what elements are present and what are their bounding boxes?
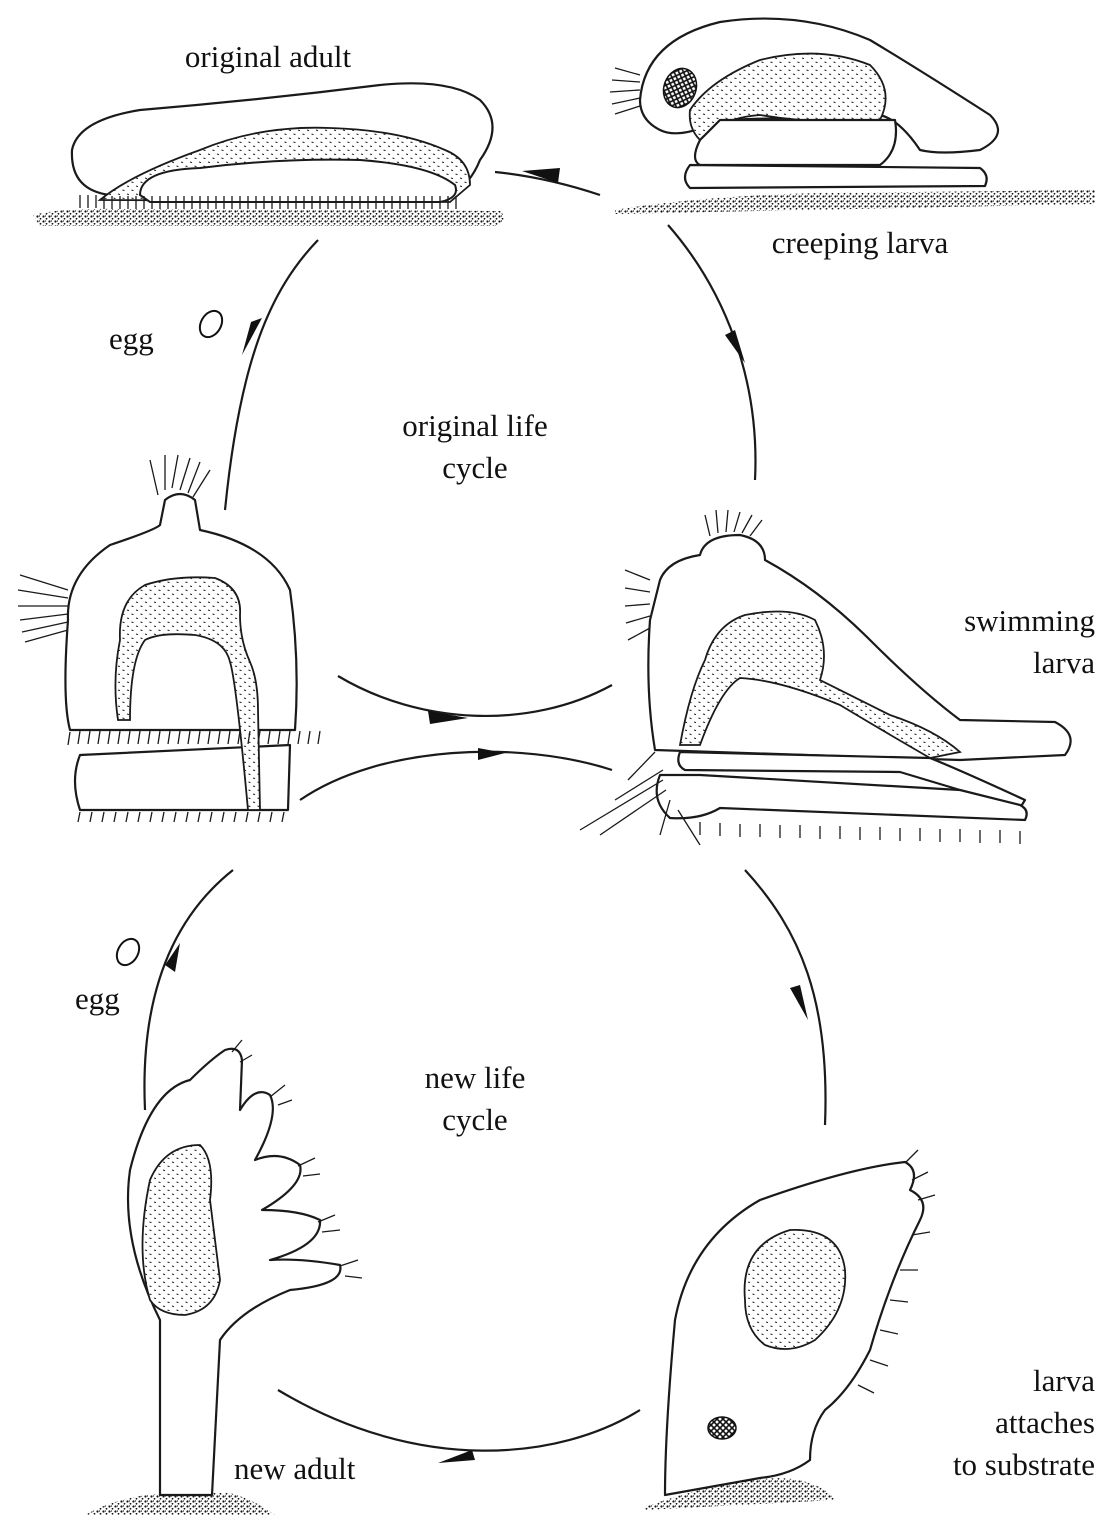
label-swimming-larva-line2: larva	[880, 642, 1095, 684]
arrow-swimming-to-attach	[745, 870, 826, 1125]
label-original-life-cycle-line1: original life	[360, 405, 590, 447]
label-larva-attaches-line2: attaches	[880, 1402, 1095, 1444]
label-creeping-larva: creeping larva	[730, 222, 990, 264]
arrow-new-to-swimming	[300, 752, 612, 800]
label-original-life-cycle-line2: cycle	[360, 447, 590, 489]
new-adult-illustration	[85, 1040, 362, 1515]
arrow-swimming-to-attach-head	[790, 985, 808, 1020]
arrow-swimming-to-creeping-head	[725, 330, 745, 363]
egg-icon-top	[195, 307, 226, 341]
arrow-new-to-swimming-head	[478, 748, 505, 760]
eyespot-icon	[708, 1417, 736, 1439]
label-egg-top: egg	[109, 318, 154, 360]
label-larva-attaches-line3: to substrate	[880, 1444, 1095, 1486]
label-new-adult: new adult	[234, 1448, 355, 1490]
egg-icon-bottom	[112, 935, 143, 969]
label-egg-bottom: egg	[75, 978, 120, 1020]
label-larva-attaches-line1: larva	[880, 1360, 1095, 1402]
label-new-life-cycle-line1: new life	[360, 1057, 590, 1099]
label-new-life-cycle-line2: cycle	[360, 1099, 590, 1141]
arrow-attach-to-new-adult-head	[438, 1450, 475, 1463]
label-original-adult: original adult	[118, 36, 418, 78]
left-larva-illustration	[18, 455, 320, 822]
arrow-attach-to-new-adult	[278, 1390, 640, 1451]
creeping-larva-illustration	[610, 19, 1095, 214]
label-swimming-larva-line1: swimming	[880, 600, 1095, 642]
arrow-original-to-swimming	[338, 676, 612, 716]
original-adult-illustration	[33, 83, 504, 226]
arrow-adult-to-egg	[225, 240, 318, 510]
